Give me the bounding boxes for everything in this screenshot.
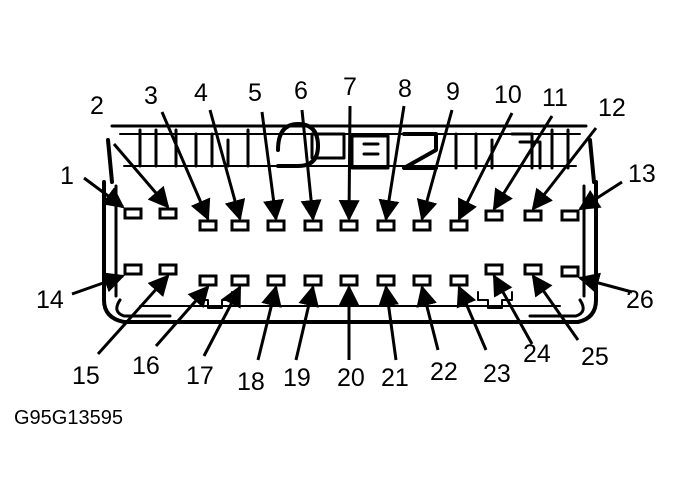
pin-label-17: 17 xyxy=(186,362,214,390)
pin-cavity-12 xyxy=(523,209,543,222)
pin-label-25: 25 xyxy=(581,343,609,371)
callout-arrow-13 xyxy=(578,180,623,211)
callout-arrow-7 xyxy=(338,105,360,222)
callout-arrow-17 xyxy=(202,285,242,357)
pin-cavity-14 xyxy=(123,263,143,276)
callout-arrow-23 xyxy=(456,285,488,351)
pin-cavity-7 xyxy=(339,219,359,232)
top-pin-row xyxy=(123,207,580,232)
pin-cavity-20 xyxy=(339,274,359,287)
pin-cavity-1 xyxy=(123,207,143,220)
callout-arrow-6 xyxy=(300,109,322,222)
callout-arrows xyxy=(71,105,633,361)
pin-label-3: 3 xyxy=(144,82,158,110)
pin-label-19: 19 xyxy=(283,364,311,392)
pin-cavity-25 xyxy=(523,263,543,276)
callout-arrow-18 xyxy=(256,284,282,361)
pin-label-13: 13 xyxy=(628,160,656,188)
callout-arrow-3 xyxy=(160,111,211,221)
callout-arrow-4 xyxy=(208,109,246,222)
callout-arrow-21 xyxy=(378,284,399,361)
pin-label-9: 9 xyxy=(446,78,460,106)
callout-arrow-2 xyxy=(112,143,170,209)
bottom-pin-row xyxy=(123,263,580,287)
pin-label-15: 15 xyxy=(72,362,100,390)
pin-label-21: 21 xyxy=(381,364,409,392)
pin-label-4: 4 xyxy=(194,79,208,107)
callout-arrow-11 xyxy=(492,115,554,211)
rear-terminal-detail xyxy=(138,122,570,170)
pin-label-26: 26 xyxy=(626,286,654,314)
pin-cavity-2 xyxy=(158,207,178,220)
pin-cavity-16 xyxy=(198,274,218,287)
pin-cavity-11 xyxy=(484,209,504,222)
pin-label-2: 2 xyxy=(90,92,104,120)
pin-label-20: 20 xyxy=(337,364,365,392)
pin-cavity-8 xyxy=(376,219,396,232)
pin-cavity-19 xyxy=(303,274,323,287)
callout-arrow-12 xyxy=(531,127,598,211)
pin-cavity-9 xyxy=(412,219,432,232)
callout-arrow-9 xyxy=(416,109,454,222)
pin-cavity-23 xyxy=(449,274,469,287)
pin-cavity-6 xyxy=(303,219,323,232)
callout-arrow-10 xyxy=(457,112,514,221)
callout-arrow-14 xyxy=(71,272,125,296)
callout-arrow-1 xyxy=(83,176,125,209)
pin-label-8: 8 xyxy=(398,75,412,103)
pin-cavity-5 xyxy=(266,219,286,232)
pin-label-10: 10 xyxy=(494,81,522,109)
callout-arrow-16 xyxy=(154,285,210,347)
pin-cavity-10 xyxy=(449,219,469,232)
pin-label-12: 12 xyxy=(598,94,626,122)
pin-cavity-3 xyxy=(198,219,218,232)
callout-arrow-8 xyxy=(378,105,406,222)
pin-cavity-4 xyxy=(230,219,250,232)
pin-cavity-22 xyxy=(412,274,432,287)
pin-label-11: 11 xyxy=(542,84,568,112)
pin-cavity-21 xyxy=(376,274,396,287)
pin-label-16: 16 xyxy=(132,352,160,380)
callout-arrow-26 xyxy=(577,272,633,294)
pin-label-23: 23 xyxy=(483,360,511,388)
callout-arrow-5 xyxy=(260,111,284,222)
callout-arrow-24 xyxy=(492,274,534,345)
pin-cavity-13 xyxy=(560,209,580,222)
callout-arrow-15 xyxy=(96,274,170,356)
pin-cavity-17 xyxy=(230,274,250,287)
pin-label-6: 6 xyxy=(294,77,308,105)
callout-arrow-22 xyxy=(416,284,440,351)
pin-label-7: 7 xyxy=(343,73,357,101)
callout-arrow-25 xyxy=(531,274,580,341)
callout-arrow-19 xyxy=(294,284,319,361)
pin-label-22: 22 xyxy=(430,358,458,386)
pin-label-1: 1 xyxy=(60,162,74,190)
pin-cavity-24 xyxy=(484,263,504,276)
pin-cavity-15 xyxy=(158,263,178,276)
pin-cavity-18 xyxy=(266,274,286,287)
pin-label-14: 14 xyxy=(36,286,64,314)
pin-label-24: 24 xyxy=(523,340,551,368)
pin-cavity-26 xyxy=(560,265,580,278)
figure-id-label: G95G13595 xyxy=(14,407,123,429)
pin-label-18: 18 xyxy=(237,368,265,396)
pin-label-5: 5 xyxy=(248,79,262,107)
